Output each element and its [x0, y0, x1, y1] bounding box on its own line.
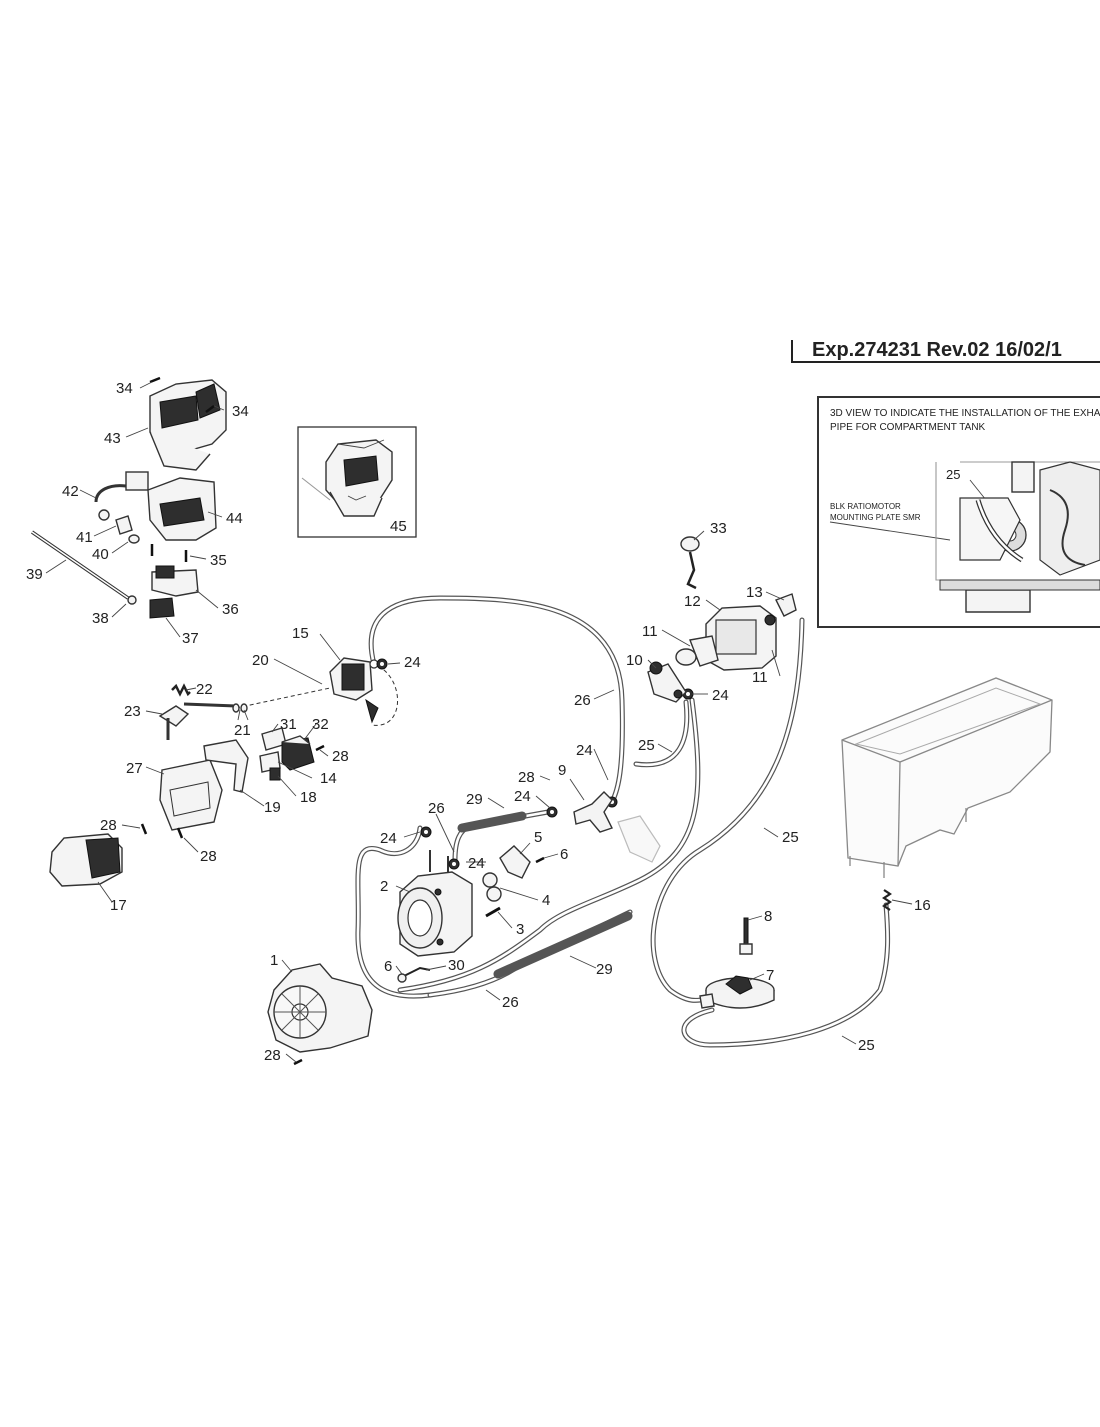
sleeves-29: [457, 811, 633, 979]
inset-part-label: 25: [946, 467, 960, 482]
parts-flowmeter-group: [699, 917, 775, 1009]
parts-valve-group: [158, 657, 379, 740]
callout-22: 22: [196, 681, 213, 698]
callout-13: 13: [746, 584, 763, 601]
callout-43: 43: [104, 430, 121, 447]
header-code-text: Exp.274231 Rev.02 16/02/1: [812, 339, 1062, 361]
callout-4: 4: [542, 892, 550, 909]
callout-18: 18: [300, 789, 317, 806]
callout-28: 28: [100, 817, 117, 834]
inset-note-line2: MOUNTING PLATE SMR: [830, 513, 921, 522]
callout-37: 37: [182, 630, 199, 647]
part-water-tank: [841, 677, 1053, 911]
callout-1: 1: [270, 952, 278, 969]
callout-39: 39: [26, 566, 43, 583]
callout-34: 34: [116, 380, 133, 397]
callout-40: 40: [92, 546, 109, 563]
callout-26: 26: [428, 800, 445, 817]
callout-38: 38: [92, 610, 109, 627]
callout-3: 3: [516, 921, 524, 938]
callout-11: 11: [752, 669, 768, 686]
inset-note-line1: BLK RATIOMOTOR: [830, 502, 901, 511]
callout-14: 14: [320, 770, 337, 787]
callout-35: 35: [210, 552, 227, 569]
callout-24: 24: [468, 855, 485, 872]
callout-labels: 34 34 43 42 44 41 40 35 39 36 38 37 33 1…: [26, 380, 931, 1064]
header-stamp: Exp.274231 Rev.02 16/02/1: [791, 339, 1100, 363]
callout-29: 29: [466, 791, 483, 808]
callout-2: 2: [380, 878, 388, 895]
callout-15: 15: [292, 625, 309, 642]
leader-lines: [45, 381, 913, 1063]
callout-33: 33: [710, 520, 727, 537]
callout-26: 26: [574, 692, 591, 709]
callout-25: 25: [782, 829, 799, 846]
parts-left-middle: [49, 727, 325, 887]
callout-12: 12: [684, 593, 701, 610]
callout-6: 6: [384, 958, 392, 975]
parts-top-left: [94, 376, 227, 619]
callout-36: 36: [222, 601, 239, 618]
tube-network: [31, 530, 891, 1048]
callout-24: 24: [404, 654, 421, 671]
inset-45: 45: [297, 426, 417, 538]
callout-42: 42: [62, 483, 79, 500]
callout-24: 24: [380, 830, 397, 847]
parts-pump-group: [647, 536, 797, 703]
callout-44: 44: [226, 510, 243, 527]
callout-21: 21: [234, 722, 251, 739]
callout-24: 24: [712, 687, 729, 704]
callout-31: 31: [280, 716, 297, 733]
inset-45-label: 45: [390, 518, 407, 535]
callout-28: 28: [518, 769, 535, 786]
callout-34: 34: [232, 403, 249, 420]
callout-26: 26: [502, 994, 519, 1011]
inset-title-line1: 3D VIEW TO INDICATE THE INSTALLATION OF …: [830, 408, 1100, 419]
callout-28: 28: [264, 1047, 281, 1064]
callout-19: 19: [264, 799, 281, 816]
callout-9: 9: [558, 762, 566, 779]
callout-11: 11: [642, 623, 658, 640]
callout-8: 8: [764, 908, 772, 925]
callout-7: 7: [766, 967, 774, 984]
callout-24: 24: [514, 788, 531, 805]
callout-23: 23: [124, 703, 141, 720]
callout-30: 30: [448, 957, 465, 974]
callout-10: 10: [626, 652, 643, 669]
callout-25: 25: [638, 737, 655, 754]
callout-32: 32: [312, 716, 329, 733]
inset-title-line2: PIPE FOR COMPARTMENT TANK: [830, 422, 986, 433]
callout-20: 20: [252, 652, 269, 669]
inset-3d-view: 3D VIEW TO INDICATE THE INSTALLATION OF …: [817, 396, 1100, 628]
callout-17: 17: [110, 897, 127, 914]
callout-27: 27: [126, 760, 143, 777]
part-base-1: [267, 963, 373, 1066]
callout-29: 29: [596, 961, 613, 978]
callout-28: 28: [200, 848, 217, 865]
callout-24: 24: [576, 742, 593, 759]
callout-6: 6: [560, 846, 568, 863]
callout-41: 41: [76, 529, 93, 546]
callout-28: 28: [332, 748, 349, 765]
callout-25: 25: [858, 1037, 875, 1054]
callout-5: 5: [534, 829, 542, 846]
callout-16: 16: [914, 897, 931, 914]
parts-boiler-group: [376, 658, 694, 983]
